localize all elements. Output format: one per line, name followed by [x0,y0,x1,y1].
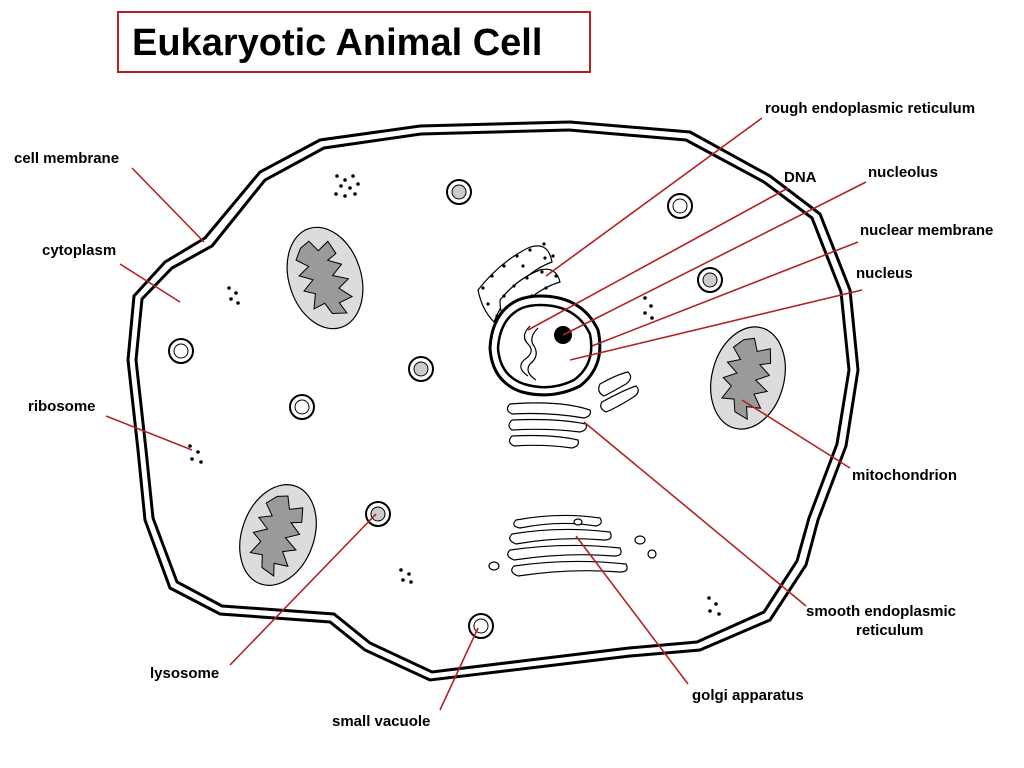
label-lysosome: lysosome [150,665,219,682]
vesicle-3 [697,267,723,293]
ribosome-cluster-1 [334,174,360,198]
leader-ribosome [105,415,193,451]
dna-strand [520,325,539,381]
leader-nucleus [569,289,863,361]
leader-nuclear-membrane [591,241,859,347]
mitochondrion-bottom [239,484,317,586]
smooth-er-organelle [506,371,639,449]
label-smooth-er-line2: reticulum [856,622,924,639]
leader-mitochondrion [741,399,851,469]
leader-nucleolus [562,181,867,336]
nucleus-organelle [488,294,602,397]
lysosome-organelle [365,501,391,527]
small-vacuole-organelle [468,613,494,639]
mitochondrion-top [286,226,364,330]
title-box [117,11,591,73]
label-nucleolus: nucleolus [868,164,938,181]
label-nucleus: nucleus [856,265,913,282]
leader-lysosome [229,513,377,666]
label-smooth-er-line1: smooth endoplasmic [806,603,956,620]
page-title: Eukaryotic Animal Cell [132,22,542,64]
leader-small-vacuole [439,627,479,711]
label-rough-er: rough endoplasmic reticulum [765,100,975,117]
label-ribosome: ribosome [28,398,96,415]
leader-smooth-er [583,421,807,607]
leader-cell-membrane [131,167,205,243]
vesicle-4 [168,338,194,364]
label-cell-membrane: cell membrane [14,150,119,167]
cell-membrane-outer [126,120,860,682]
leader-lines [105,117,867,711]
cell-membrane-inner [134,128,851,674]
label-mitochondrion: mitochondrion [852,467,957,484]
leader-rough-er [545,117,763,277]
leader-cytoplasm [119,263,181,303]
ribosome-cluster-4 [188,444,203,464]
ribosome-cluster-6 [707,596,721,616]
leader-dna [527,187,789,331]
mitochondrion-right [710,326,786,430]
label-golgi: golgi apparatus [692,687,804,704]
label-cytoplasm: cytoplasm [42,242,116,259]
label-nuclear-membrane: nuclear membrane [860,222,993,239]
ribosome-cluster-5 [399,568,413,584]
vesicle-5 [408,356,434,382]
leader-golgi [575,535,689,685]
vesicle-6 [289,394,315,420]
vesicle-1 [446,179,472,205]
label-small-vacuole: small vacuole [332,713,430,730]
golgi-organelle [488,514,657,577]
ribosome-cluster-3 [643,296,654,320]
ribosome-cluster-2 [227,286,240,305]
label-dna: DNA [784,169,817,186]
vesicle-2 [667,193,693,219]
